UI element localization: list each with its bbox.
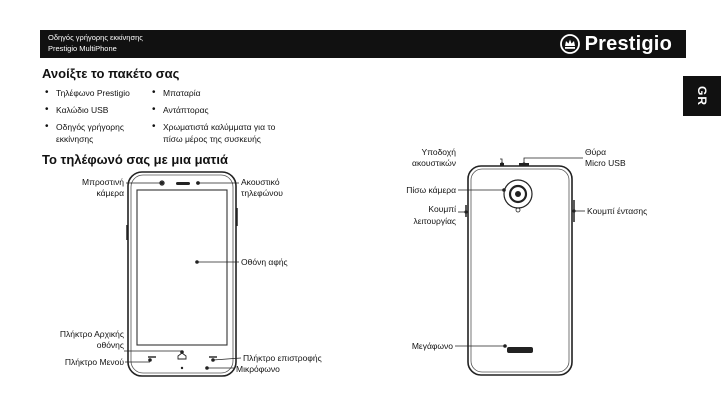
list-item-back-covers: Χρωματιστά καλύμματα για το: [152, 121, 275, 133]
list-item-quick-guide-cont: εκκίνησης: [56, 134, 94, 144]
label-front-camera-1: Μπροστινή: [82, 177, 124, 187]
label-micro-usb-1: Θύρα: [585, 147, 607, 157]
label-microphone: Μικρόφωνο: [236, 364, 280, 374]
label-micro-usb-2: Micro USB: [585, 158, 626, 168]
label-function-key-1: Κουμπί: [428, 204, 456, 214]
label-function-key-2: λειτουργίας: [413, 216, 456, 226]
label-speaker: Μεγάφωνο: [411, 341, 453, 351]
list-item-quick-guide: Οδηγός γρήγορης: [45, 121, 124, 133]
label-touchscreen: Οθόνη αφής: [241, 257, 288, 267]
prestigio-logo: Prestigio: [559, 33, 672, 55]
section-title-open-package: Ανοίξτε το πακέτο σας: [42, 66, 180, 81]
section-title-phone-glance: Το τηλέφωνό σας με μια ματιά: [42, 152, 228, 167]
label-volume-key: Κουμπί έντασης: [587, 206, 648, 216]
list-item-battery: Μπαταρία: [152, 87, 200, 99]
label-home-key-2: οθόνης: [96, 340, 124, 350]
label-menu-key: Πλήκτρο Μενού: [64, 357, 124, 367]
list-item-usb-cable: Καλώδιο USB: [45, 104, 109, 116]
crest-icon: [559, 34, 580, 54]
list-item-adapter: Αντάπτορας: [152, 104, 208, 116]
header-guide-title: Οδηγός γρήγορης εκκίνησης: [48, 33, 143, 42]
front-phone-illustration: [126, 171, 238, 377]
header-bar: Οδηγός γρήγορης εκκίνησης Prestigio Mult…: [40, 30, 686, 58]
list-item-phone: Τηλέφωνο Prestigio: [45, 87, 130, 99]
label-headset-jack-1: Υποδοχή: [421, 147, 456, 157]
label-rear-camera: Πίσω κάμερα: [406, 185, 456, 195]
header-product-name: Prestigio MultiPhone: [48, 44, 117, 53]
list-item-back-covers-cont: πίσω μέρος της συσκευής: [163, 134, 261, 144]
label-home-key-1: Πλήκτρο Αρχικής: [59, 329, 124, 339]
label-earpiece-2: τηλεφώνου: [241, 188, 283, 198]
label-earpiece-1: Ακουστικό: [241, 177, 280, 187]
label-back-key: Πλήκτρο επιστροφής: [243, 353, 322, 363]
label-front-camera-2: κάμερα: [96, 188, 125, 198]
brand-wordmark: Prestigio: [584, 33, 672, 55]
label-headset-jack-2: ακουστικών: [412, 158, 456, 168]
back-phone-illustration: [465, 163, 575, 376]
language-tab: GR: [683, 76, 721, 116]
